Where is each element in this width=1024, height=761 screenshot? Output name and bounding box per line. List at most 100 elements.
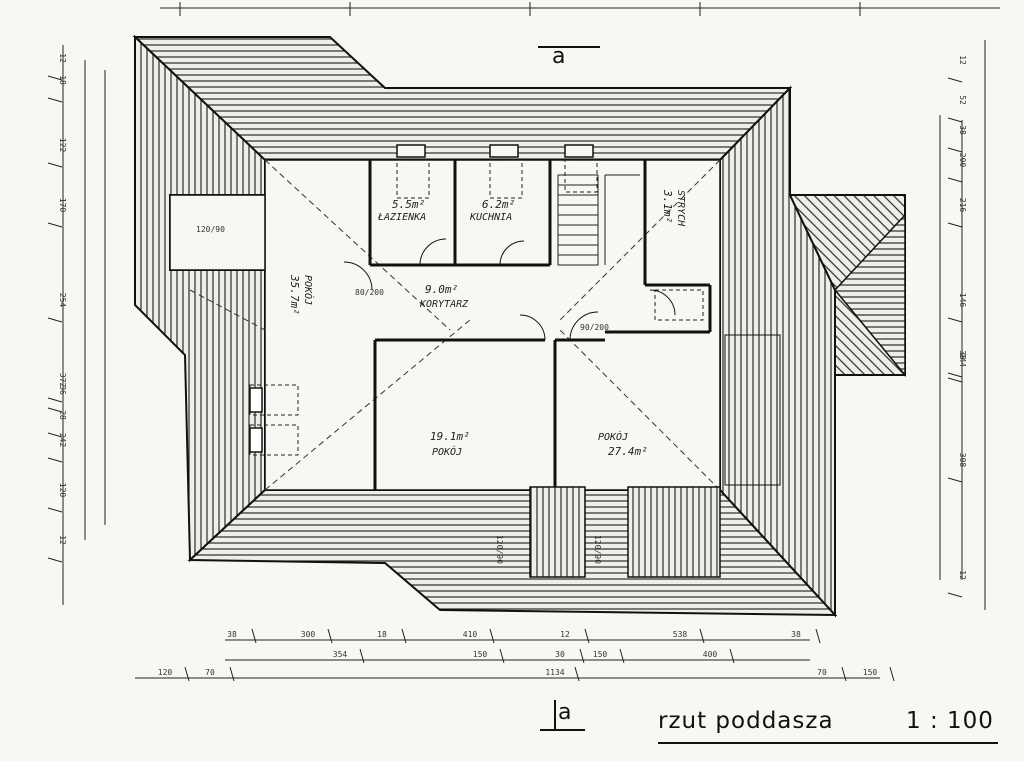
section-label-bottom: a (558, 700, 572, 725)
dimension-tick (47, 557, 63, 563)
dimension-label: 38 (958, 350, 967, 360)
dimension-tick (619, 648, 625, 664)
dimension-tick (947, 77, 963, 83)
dimension-tick (947, 477, 963, 483)
room-pokoj-right-name: POKÓJ (598, 430, 628, 443)
dimension-label: 146 (958, 293, 967, 308)
dimension-label: 354 (333, 650, 348, 659)
interior (169, 144, 781, 578)
dimension-tick (489, 628, 495, 644)
dimension-tick (584, 628, 590, 644)
room-kuchnia-name: KUCHNIA (469, 212, 512, 223)
dimension-label: 150 (473, 650, 488, 659)
dimension-label: 70 (205, 668, 215, 677)
dimension-tick (359, 648, 365, 664)
caption-scale: 1 : 100 (906, 708, 994, 734)
dimension-label: 28 (58, 410, 67, 420)
dimension-label: 1134 (545, 668, 564, 677)
dimension-label: 242 (58, 433, 67, 448)
dimension-tick (889, 666, 895, 682)
caption-title: rzut poddasza (658, 708, 834, 734)
dimension-tick (947, 372, 963, 378)
window-bottom-left-size: 120/90 (495, 535, 504, 564)
dimension-label: 538 (673, 630, 688, 639)
dimension-tick (401, 628, 407, 644)
dimension-label: 120 (58, 483, 67, 498)
dimension-label: 122 (58, 138, 67, 153)
room-korytarz-name: KORYTARZ (419, 299, 469, 310)
dimension-tick (47, 407, 63, 413)
dimension-label: 200 (958, 153, 967, 168)
dimension-tick (47, 75, 63, 81)
dimension-label: 120 (158, 668, 173, 677)
roof-hatch-right (724, 334, 781, 486)
bottom-dimensions (135, 639, 880, 679)
room-pokoj-mid-area: 19.1m² (430, 430, 470, 443)
room-pokoj-left-area: 35.7m² (288, 274, 301, 315)
dormer-bottom-left (529, 486, 586, 578)
window-left-size: 120/90 (196, 225, 225, 234)
dimension-label: 12 (58, 53, 67, 63)
chimney-vent (489, 144, 519, 158)
room-kuchnia-area: 6.2m² (482, 198, 515, 211)
drawing-caption: rzut poddasza 1 : 100 (658, 708, 998, 744)
room-labels: ŁAZIENKA 5.5m² KUCHNIA 6.2m² 9.0m² KORYT… (196, 189, 686, 564)
dimension-label: 308 (958, 453, 967, 468)
dimension-tick (815, 628, 821, 644)
dimension-label: 30 (555, 650, 565, 659)
dimension-tick (947, 317, 963, 323)
room-strych-area: 3.1m² (661, 189, 674, 223)
dimension-label: 52 (958, 95, 967, 105)
dimension-label: 38 (227, 630, 237, 639)
dimension-tick (47, 397, 63, 403)
dimension-tick (499, 648, 505, 664)
dimension-tick (729, 648, 735, 664)
dimension-tick (327, 628, 333, 644)
dimension-tick (47, 162, 63, 168)
dimension-tick (184, 666, 190, 682)
window-bottom-right-size: 120/90 (593, 535, 602, 564)
room-lazienka-name: ŁAZIENKA (377, 212, 426, 223)
room-lazienka-area: 5.5m² (392, 198, 425, 211)
chimney-vent (396, 144, 426, 158)
dimension-label: 12 (58, 535, 67, 545)
dimension-label: 244 (958, 353, 967, 368)
dimension-tick (47, 457, 63, 463)
top-dimension-line (160, 2, 1000, 16)
dimension-tick (841, 666, 847, 682)
dimension-tick (47, 317, 63, 323)
left-dimensions (62, 45, 106, 605)
room-pokoj-right-area: 27.4m² (608, 445, 648, 458)
dimension-tick (47, 222, 63, 228)
dimension-label: 38 (791, 630, 801, 639)
dimension-label: 12 (958, 55, 967, 65)
dimension-label: 216 (958, 198, 967, 213)
dimension-tick (947, 147, 963, 153)
dimension-label: 372 (58, 373, 67, 388)
room-pokoj-mid-name: POKÓJ (432, 445, 462, 458)
dormer-bottom-right (627, 486, 721, 578)
dimension-label: 150 (863, 668, 878, 677)
dimension-tick (47, 432, 63, 438)
dimension-label: 254 (58, 293, 67, 308)
right-dimensions (939, 40, 986, 610)
room-korytarz-area: 9.0m² (425, 283, 458, 296)
dimension-tick (947, 177, 963, 183)
dimension-tick (947, 377, 963, 383)
door-korytarz-size: 80/200 (355, 288, 384, 297)
dimension-tick (47, 97, 63, 103)
dimension-tick (947, 222, 963, 228)
dimension-tick (699, 628, 705, 644)
room-strych-name: STRYCH (675, 190, 686, 227)
dimension-tick (947, 592, 963, 598)
skylight (249, 387, 263, 413)
staircase (557, 174, 640, 266)
dimension-label: 300 (301, 630, 316, 639)
dimension-label: 18 (58, 75, 67, 85)
dimension-label: 36 (58, 385, 67, 395)
dimension-tick (574, 666, 580, 682)
